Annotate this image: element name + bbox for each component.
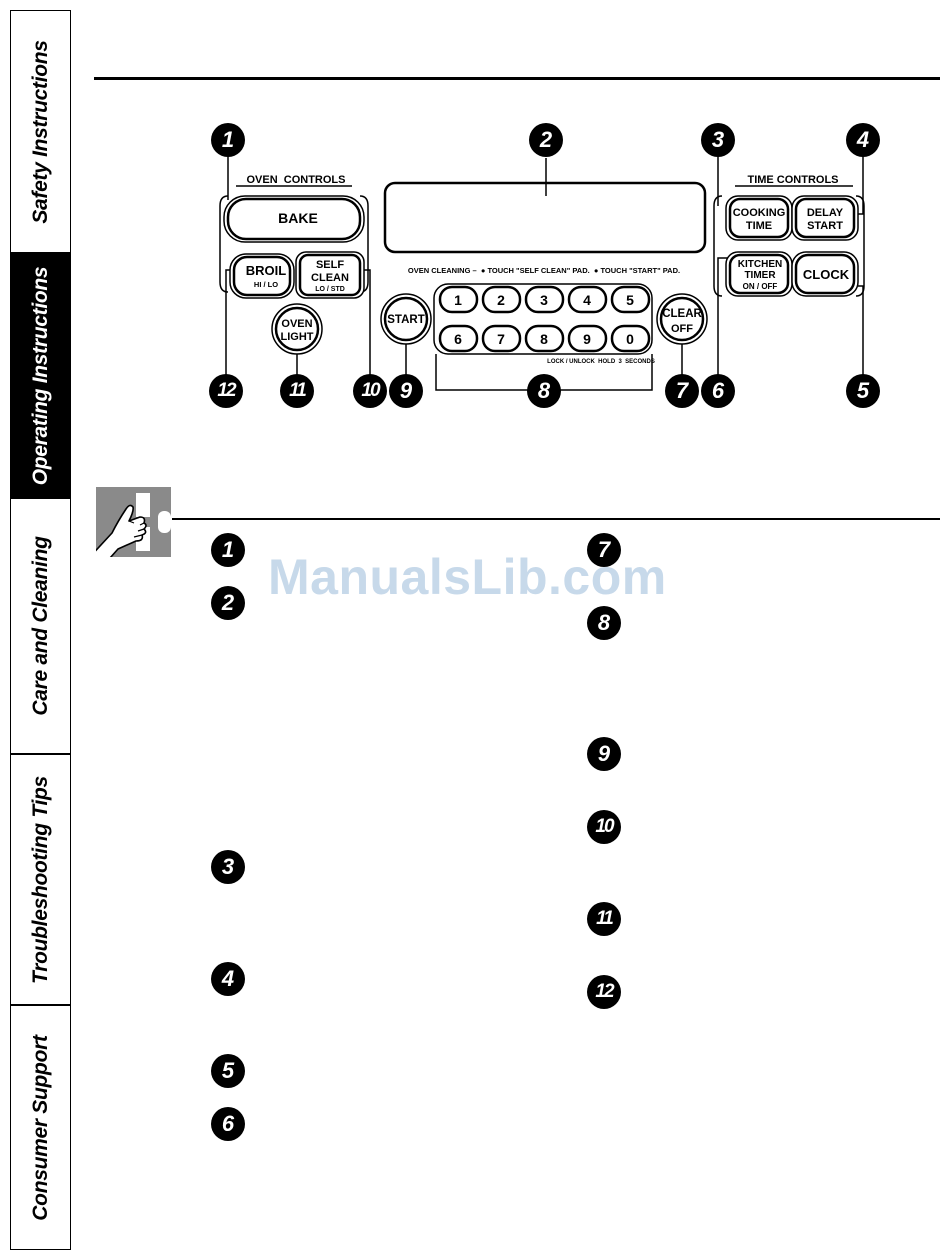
description-marker-9: 9 [587,737,621,771]
callout-2: 2 [529,123,563,157]
tab-consumer-support[interactable]: Consumer Support [10,1005,71,1250]
tab-operating-instructions[interactable]: Operating Instructions [10,253,71,498]
cooking-time-label: TIME [746,220,772,232]
tab-safety-instructions[interactable]: Safety Instructions [10,10,71,253]
key-9[interactable]: 9 [583,331,591,347]
start-button[interactable]: START [387,314,424,326]
broil-button[interactable]: BROIL [246,263,287,278]
callout-8: 8 [527,374,561,408]
description-marker-12: 12 [587,975,621,1009]
oven-cleaning-note: OVEN CLEANING – ● TOUCH "SELF CLEAN" PAD… [408,266,680,275]
key-5[interactable]: 5 [626,292,634,308]
time-controls-label: TIME CONTROLS [747,174,838,186]
key-1[interactable]: 1 [454,292,462,308]
description-marker-8: 8 [587,606,621,640]
delay-start-label: START [807,220,843,232]
tab-label: Consumer Support [28,1034,52,1221]
description-marker-1: 1 [211,533,245,567]
key-3[interactable]: 3 [540,292,548,308]
hand-pointer-icon [96,487,171,557]
callout-10: 10 [353,374,387,408]
lock-note: LOCK / UNLOCK HOLD 3 SECONDS [547,359,655,365]
key-7[interactable]: 7 [497,331,505,347]
control-panel-diagram: OVEN CONTROLS TIME CONTROLS BAKE BROIL H… [219,152,865,391]
kitchen-timer-sub-label: ON / OFF [743,282,778,291]
tab-care-and-cleaning[interactable]: Care and Cleaning [10,498,71,754]
clock-button[interactable]: CLOCK [803,267,850,282]
kitchen-timer-button[interactable]: KITCHEN [738,259,782,270]
description-marker-7: 7 [587,533,621,567]
oven-controls-label: OVEN CONTROLS [246,174,345,186]
description-marker-2: 2 [211,586,245,620]
watermark: ManualsLib.com [268,549,667,605]
callout-4: 4 [846,123,880,157]
description-marker-3: 3 [211,850,245,884]
callout-1: 1 [211,123,245,157]
description-marker-6: 6 [211,1107,245,1141]
broil-sub-label: HI / LO [254,280,278,289]
callout-11: 11 [280,374,314,408]
callout-9: 9 [389,374,423,408]
description-marker-10: 10 [587,810,621,844]
callout-6: 6 [701,374,735,408]
kitchen-timer-label: TIMER [744,270,776,281]
callout-3: 3 [701,123,735,157]
section-rule [172,518,940,520]
clear-off-label: OFF [671,323,693,335]
oven-light-button[interactable]: OVEN [281,318,312,330]
clear-off-button[interactable]: CLEAR [662,308,702,320]
self-clean-sub-label: LO / STD [315,286,345,293]
tab-troubleshooting-tips[interactable]: Troubleshooting Tips [10,754,71,1005]
delay-start-button[interactable]: DELAY [807,207,844,219]
bake-button[interactable]: BAKE [278,210,318,226]
self-clean-button[interactable]: SELF [316,259,344,271]
tab-label: Care and Cleaning [28,536,52,716]
key-8[interactable]: 8 [540,331,548,347]
callout-5: 5 [846,374,880,408]
key-6[interactable]: 6 [454,331,462,347]
cooking-time-button[interactable]: COOKING [733,207,786,219]
callout-12: 12 [209,374,243,408]
self-clean-label: CLEAN [311,272,349,284]
oven-light-label: LIGHT [281,331,314,343]
description-marker-5: 5 [211,1054,245,1088]
tab-label: Troubleshooting Tips [28,775,52,984]
callout-7: 7 [665,374,699,408]
description-marker-4: 4 [211,962,245,996]
description-marker-11: 11 [587,902,621,936]
key-0[interactable]: 0 [626,331,634,347]
key-2[interactable]: 2 [497,292,505,308]
key-4[interactable]: 4 [583,292,591,308]
top-rule [94,77,940,80]
